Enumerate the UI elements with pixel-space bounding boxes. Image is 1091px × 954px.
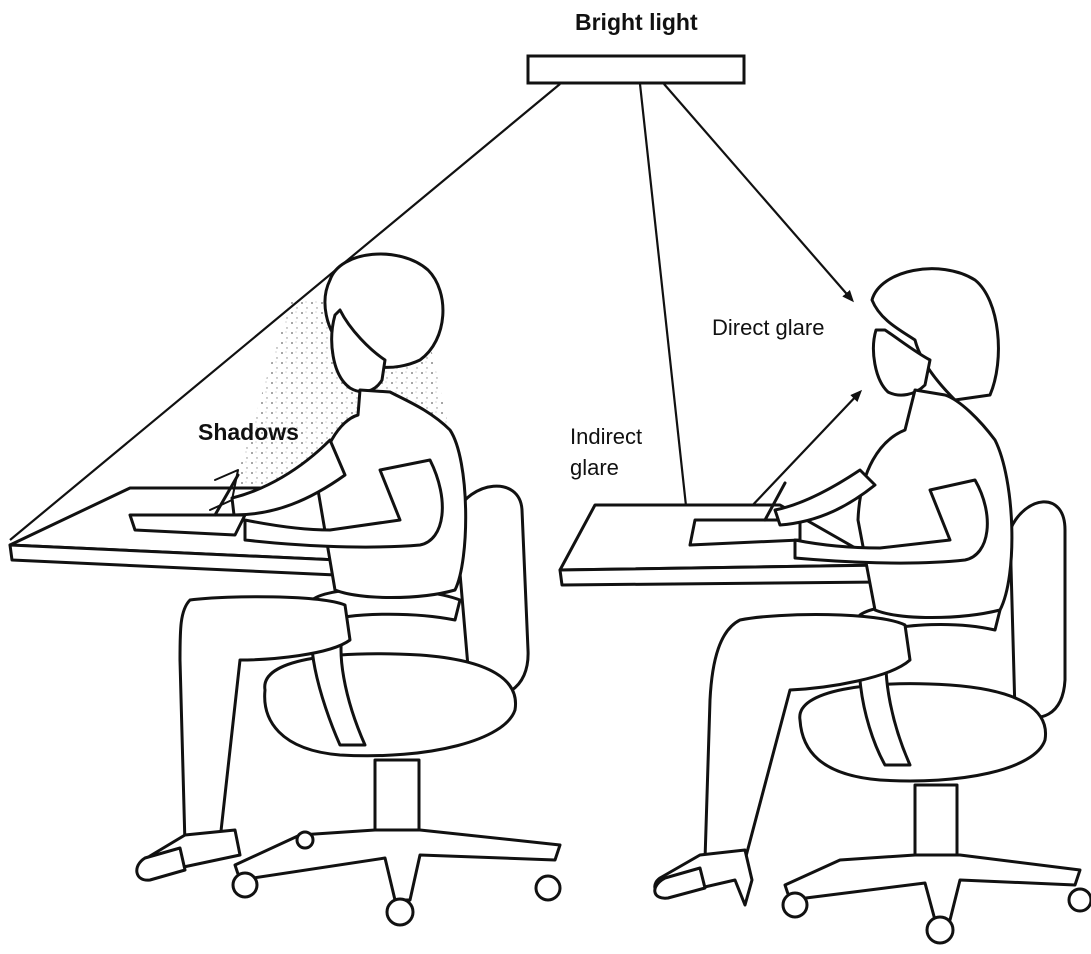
shadows-label: Shadows: [198, 419, 299, 445]
bright-light-label: Bright light: [575, 9, 698, 35]
indirect-glare-label-line2: glare: [570, 455, 619, 480]
direct-glare-label: Direct glare: [712, 315, 824, 340]
light-fixture: [528, 56, 744, 83]
indirect-light-ray: [640, 84, 693, 570]
direct-glare-ray: [664, 84, 852, 300]
indirect-glare-label-line1: Indirect: [570, 424, 642, 449]
